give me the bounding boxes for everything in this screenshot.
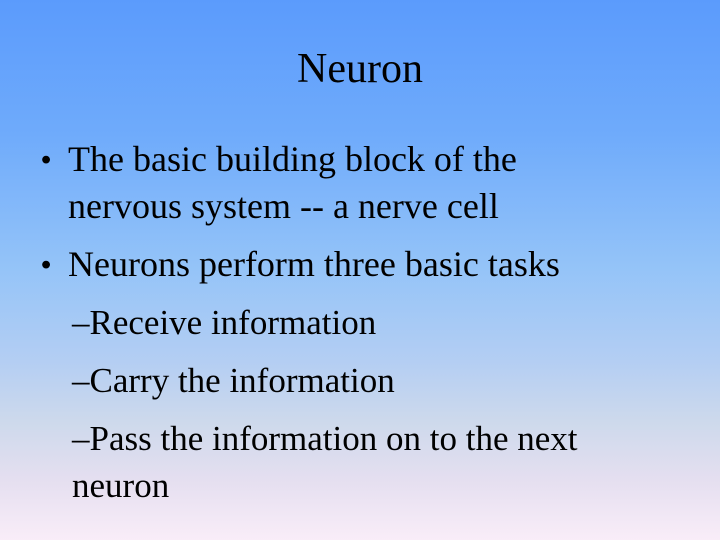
bullet-line: –Receive information: [72, 299, 676, 346]
bullet-line: nervous system -- a nerve cell: [68, 186, 499, 226]
bullet-marker-icon: •: [41, 144, 52, 176]
bullet-line: The basic building block of the: [68, 139, 517, 179]
bullet-item: • The basic building block of the nervou…: [0, 136, 676, 230]
slide-body: • The basic building block of the nervou…: [0, 136, 676, 509]
bullet-line: neuron: [72, 466, 170, 505]
dash-marker-icon: –: [72, 303, 90, 342]
sub-bullet-text: Pass the information on to the next: [89, 419, 578, 458]
sub-bullet-item: –Receive information: [0, 299, 676, 346]
sub-bullet-item: –Pass the information on to the next neu…: [0, 415, 676, 509]
bullet-line: –Pass the information on to the next: [72, 415, 676, 462]
sub-bullet-text: Carry the information: [89, 361, 395, 400]
bullet-line: –Carry the information: [72, 357, 676, 404]
dash-marker-icon: –: [72, 419, 90, 458]
sub-bullet-item: –Carry the information: [0, 357, 676, 404]
slide-title: Neuron: [297, 46, 423, 92]
dash-marker-icon: –: [72, 361, 90, 400]
bullet-item: • Neurons perform three basic tasks: [0, 241, 676, 288]
bullet-marker-icon: •: [41, 249, 52, 281]
bullet-line: Neurons perform three basic tasks: [68, 244, 560, 284]
sub-bullet-text: Receive information: [89, 303, 377, 342]
